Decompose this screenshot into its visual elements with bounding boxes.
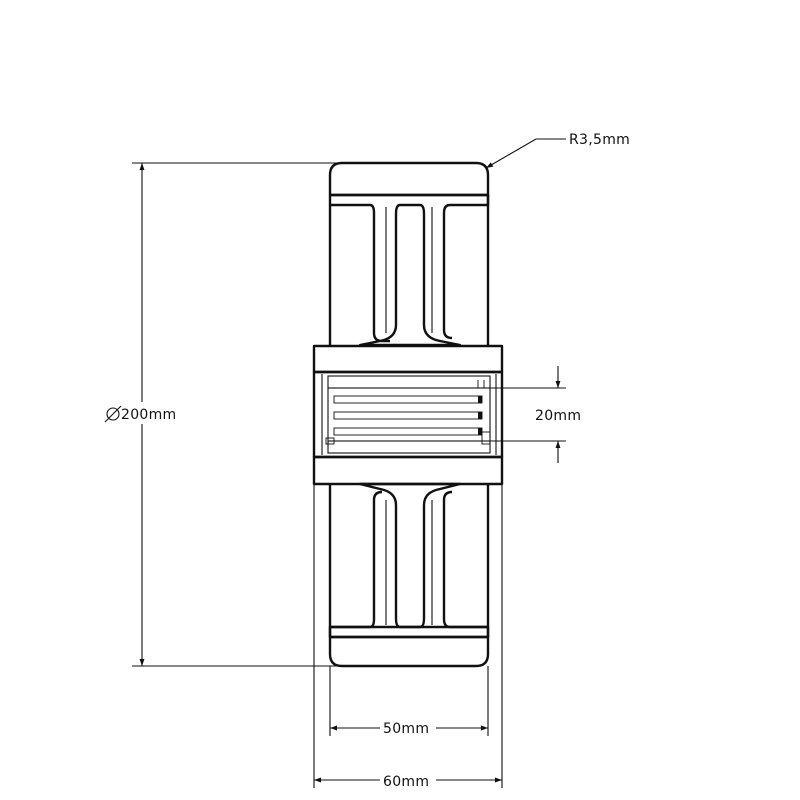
diameter-dimension: 200mm [104, 162, 342, 667]
rim-flange-bottom [328, 490, 490, 639]
tyre-top [328, 161, 490, 197]
radius-callout-label: R3,5mm [569, 132, 630, 148]
diameter-dimension-label: 200mm [121, 407, 177, 423]
inner-width-label: 50mm [383, 721, 429, 737]
tyre-bottom [328, 635, 490, 668]
bore-dimension-label: 20mm [535, 408, 581, 424]
hub-top [312, 344, 504, 374]
bore-dimension: 20mm [490, 366, 581, 463]
needle-bearing [312, 370, 504, 459]
outer-width-dimension: 60mm [313, 484, 503, 790]
inner-width-dimension: 50mm [329, 666, 489, 737]
rim-side-lines [328, 195, 490, 637]
rim-flange-top [330, 193, 490, 343]
diameter-symbol-icon [104, 405, 122, 423]
hub-bottom [312, 455, 504, 486]
outer-width-label: 60mm [383, 774, 429, 790]
radius-callout: R3,5mm [485, 132, 630, 169]
